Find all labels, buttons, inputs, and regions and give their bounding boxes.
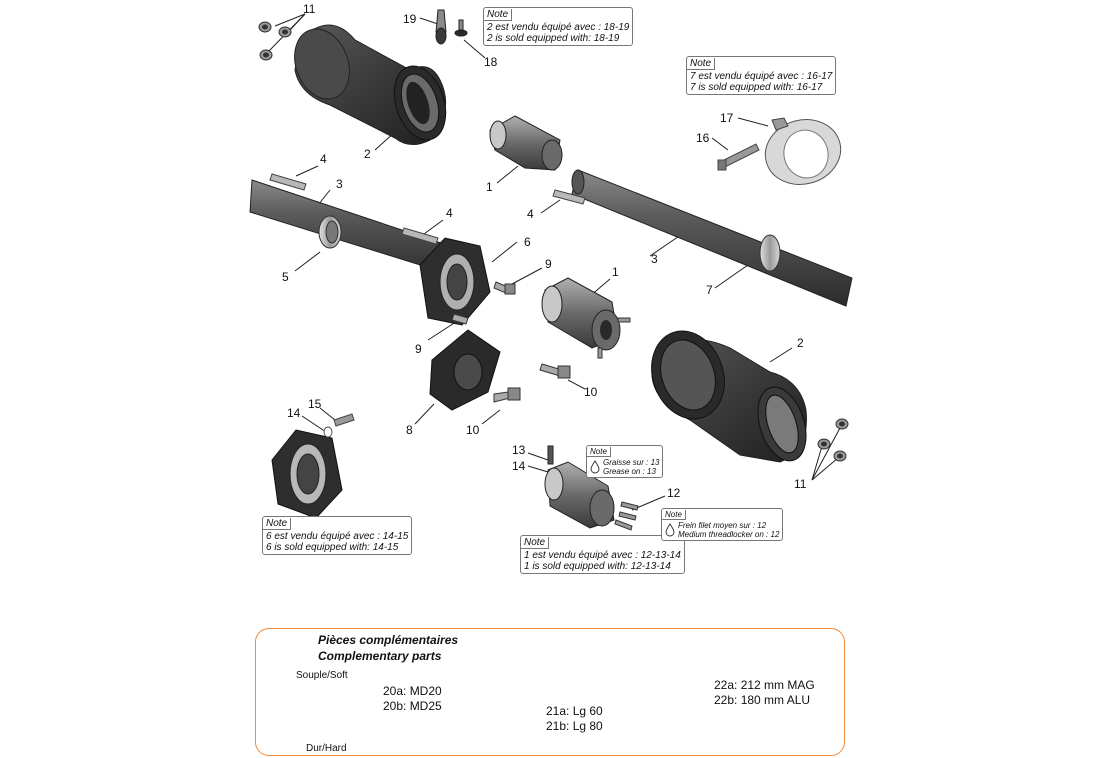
callout-1-top: 1 — [486, 180, 493, 194]
callout-6: 6 — [524, 235, 531, 249]
note-grease: Note Graisse sur : 13 Grease on : 13 — [586, 445, 664, 478]
callout-14-a: 14 — [287, 406, 301, 420]
callout-9-b: 9 — [415, 342, 422, 356]
callout-1-mid: 1 — [612, 265, 619, 279]
hub-option-b: 21b: Lg 80 — [546, 719, 603, 733]
callout-13: 13 — [512, 443, 526, 457]
callout-4-b: 4 — [527, 207, 534, 221]
hard-label: Dur/Hard — [306, 743, 347, 754]
callout-3-a: 3 — [336, 177, 343, 191]
callout-11-bottom: 11 — [794, 477, 807, 491]
callout-14-b: 14 — [512, 459, 526, 473]
note-part-2: Note 2 est vendu équipé avec : 18-19 2 i… — [483, 7, 634, 46]
callout-5: 5 — [282, 270, 289, 284]
soft-label: Souple/Soft — [296, 670, 348, 681]
callout-4-c: 4 — [446, 206, 453, 220]
complementary-parts-panel — [255, 628, 845, 756]
note-label: Note — [484, 9, 513, 21]
callout-10-a: 10 — [584, 385, 598, 399]
note-text-en: Medium threadlocker on : 12 — [678, 530, 780, 539]
callout-2-mid: 2 — [797, 336, 804, 350]
note-label: Note — [263, 518, 292, 530]
note-text-fr: 6 est vendu équipé avec : 14-15 — [266, 531, 409, 542]
callout-10-b: 10 — [466, 423, 480, 437]
callout-9-a: 9 — [545, 257, 552, 271]
note-label: Note — [662, 510, 686, 520]
callout-11-top: 11 — [303, 2, 316, 16]
note-label: Note — [687, 58, 716, 70]
note-text-fr: Graisse sur : 13 — [603, 458, 660, 467]
callout-16: 16 — [696, 131, 710, 145]
callout-15: 15 — [308, 397, 322, 411]
note-text-fr: 1 est vendu équipé avec : 12-13-14 — [524, 550, 681, 561]
note-text-en: 2 is sold equipped with: 18-19 — [487, 33, 620, 44]
callout-3-b: 3 — [651, 252, 658, 266]
note-text-fr: Frein filet moyen sur : 12 — [678, 521, 767, 530]
axle-option-a: 20a: MD20 — [383, 684, 442, 698]
callout-2-top: 2 — [364, 147, 371, 161]
note-part-6: Note 6 est vendu équipé avec : 14-15 6 i… — [262, 516, 413, 555]
complementary-title-en: Complementary parts — [318, 649, 442, 663]
note-label: Note — [521, 537, 550, 549]
note-text-en: 6 is sold equipped with: 14-15 — [266, 542, 399, 553]
threadlocker-drop-icon — [665, 523, 675, 537]
callout-7: 7 — [706, 283, 713, 297]
callout-12: 12 — [667, 486, 681, 500]
wheel-option-a: 22a: 212 mm MAG — [714, 678, 815, 692]
note-text-en: 1 is sold equipped with: 12-13-14 — [524, 561, 671, 572]
note-part-1: Note 1 est vendu équipé avec : 12-13-14 … — [520, 535, 685, 574]
note-part-7: Note 7 est vendu équipé avec : 16-17 7 i… — [686, 56, 837, 95]
complementary-title-fr: Pièces complémentaires — [318, 633, 459, 647]
axle-option-b: 20b: MD25 — [383, 699, 442, 713]
grease-drop-icon — [590, 460, 600, 474]
note-label: Note — [587, 447, 611, 457]
callout-17: 17 — [720, 111, 734, 125]
callout-19: 19 — [403, 12, 417, 26]
callout-4-a: 4 — [320, 152, 327, 166]
callout-18: 18 — [484, 55, 498, 69]
note-text-en: 7 is sold equipped with: 16-17 — [690, 82, 823, 93]
hub-option-a: 21a: Lg 60 — [546, 704, 603, 718]
note-threadlocker: Note Frein filet moyen sur : 12 Medium t… — [661, 508, 784, 541]
note-text-en: Grease on : 13 — [603, 467, 656, 476]
wheel-option-b: 22b: 180 mm ALU — [714, 693, 811, 707]
callout-8: 8 — [406, 423, 413, 437]
note-text-fr: 2 est vendu équipé avec : 18-19 — [487, 22, 630, 33]
note-text-fr: 7 est vendu équipé avec : 16-17 — [690, 71, 833, 82]
